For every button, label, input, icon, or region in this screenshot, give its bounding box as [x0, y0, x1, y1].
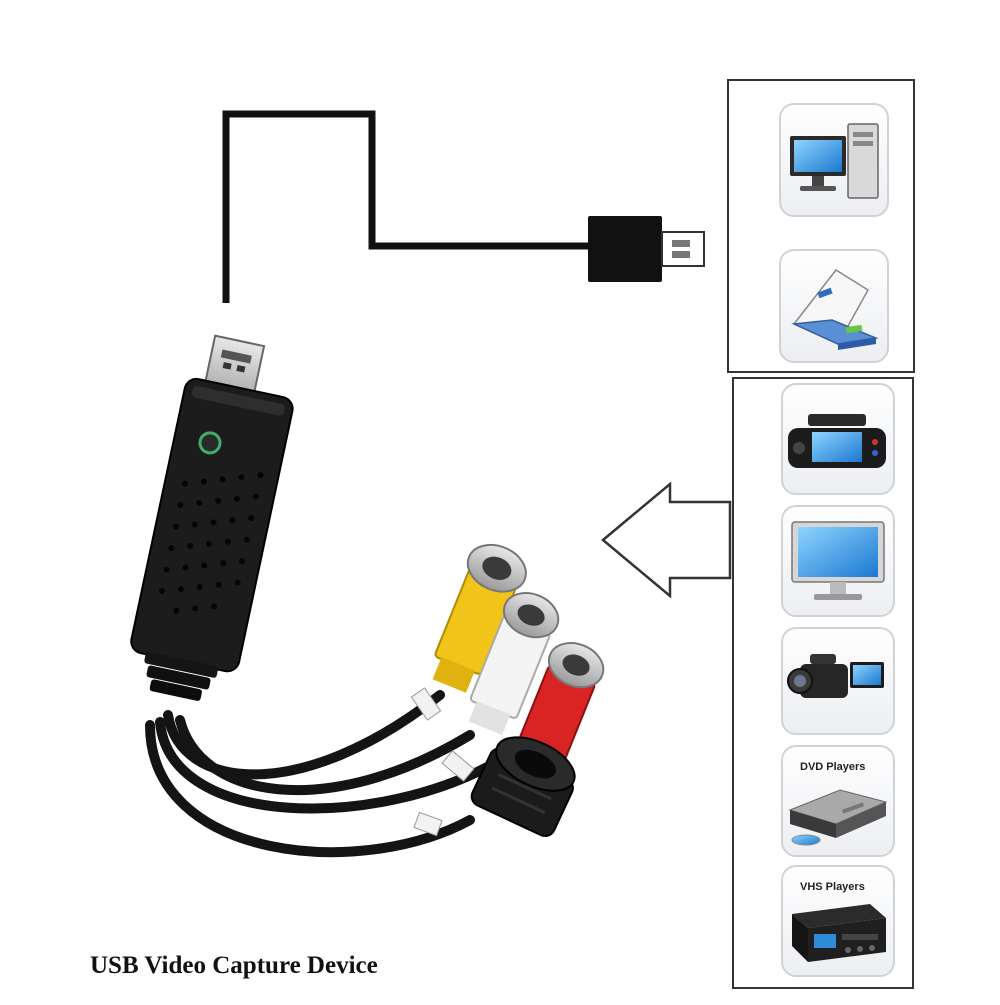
- diagram-caption: USB Video Capture Device: [90, 952, 378, 979]
- breakout-cables: [145, 690, 505, 858]
- laptop-icon: [791, 269, 879, 350]
- svideo-connector-icon: [470, 736, 576, 837]
- rca-video-connector-icon: [432, 543, 527, 693]
- tv-monitor-card: [781, 505, 895, 617]
- led-indicator-icon: [198, 431, 222, 455]
- usb-plug-icon: [588, 216, 705, 282]
- desktop-card: [779, 103, 889, 217]
- usb-capture-dongle: [130, 334, 294, 701]
- vhs-players-label: VHS Players: [800, 881, 865, 893]
- desktop-computer-icon: [790, 123, 879, 199]
- dvd-players-label: DVD Players: [800, 761, 865, 773]
- tv-monitor-icon: [791, 521, 885, 600]
- vhs-player-icon: [792, 904, 886, 962]
- laptop-card: [779, 249, 889, 363]
- dvd-player-icon: [788, 789, 888, 846]
- rca-audio-left-connector-icon: [468, 592, 560, 735]
- game-console-card: [781, 383, 895, 495]
- dvd-player-card: DVD Players: [781, 745, 895, 857]
- vent-holes: [159, 472, 264, 614]
- source-devices-panel: DVD Players VHS Players: [732, 377, 914, 989]
- input-direction-arrow-icon: [601, 481, 732, 599]
- target-devices-panel: [727, 79, 915, 373]
- usb-cable-line: [222, 110, 592, 303]
- vhs-player-card: VHS Players: [781, 865, 895, 977]
- camcorder-card: [781, 627, 895, 735]
- camcorder-icon: [787, 654, 884, 698]
- game-console-icon: [788, 414, 886, 468]
